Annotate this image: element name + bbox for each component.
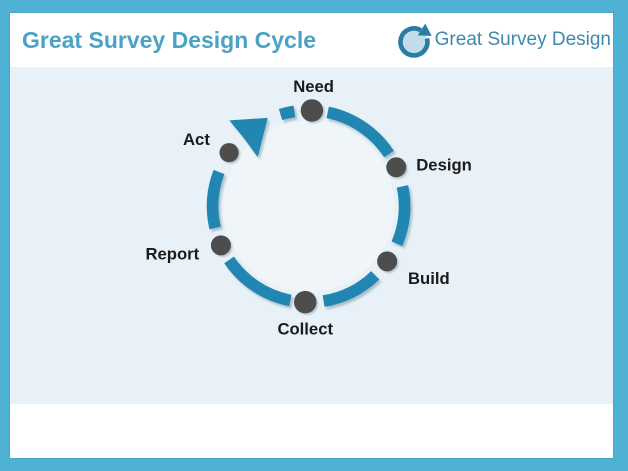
cycle-node-build — [377, 251, 398, 272]
cycle-arcs — [206, 105, 411, 307]
cycle-arc-segment — [278, 105, 296, 121]
cycle-label-build: Build — [408, 269, 450, 288]
cycle-node-need — [300, 99, 324, 122]
cycle-direction-arrow-icon — [229, 117, 268, 158]
infographic-card: Great Survey Design Cycle Great Survey D… — [10, 13, 613, 458]
cycle-arc-segment — [224, 256, 292, 307]
cycle-arc-segment — [326, 106, 394, 158]
cycle-arc-segment — [322, 270, 380, 307]
brand-logo-text: Great Survey Design — [434, 29, 611, 50]
cycle-arrow-icon — [394, 19, 434, 61]
cycle-node-act — [219, 143, 239, 163]
header-bar: Great Survey Design Cycle Great Survey D… — [10, 13, 613, 67]
cycle-label-collect: Collect — [277, 320, 333, 339]
page-title: Great Survey Design Cycle — [22, 26, 317, 53]
cycle-inner-glow — [222, 120, 395, 293]
cycle-arc-segment — [206, 169, 225, 230]
footer-strip — [10, 404, 613, 458]
cycle-node-report — [210, 235, 231, 256]
cycle-label-report: Report — [145, 245, 199, 264]
brand-logo: Great Survey Design — [394, 19, 611, 61]
cycle-label-need: Need — [293, 77, 334, 96]
cycle-nodes — [210, 99, 407, 314]
cycle-node-design — [386, 157, 407, 178]
cycle-label-act: Act — [183, 130, 210, 149]
cycle-label-design: Design — [416, 156, 472, 175]
cycle-arc-segment — [391, 185, 411, 247]
cycle-node-collect — [293, 290, 317, 314]
